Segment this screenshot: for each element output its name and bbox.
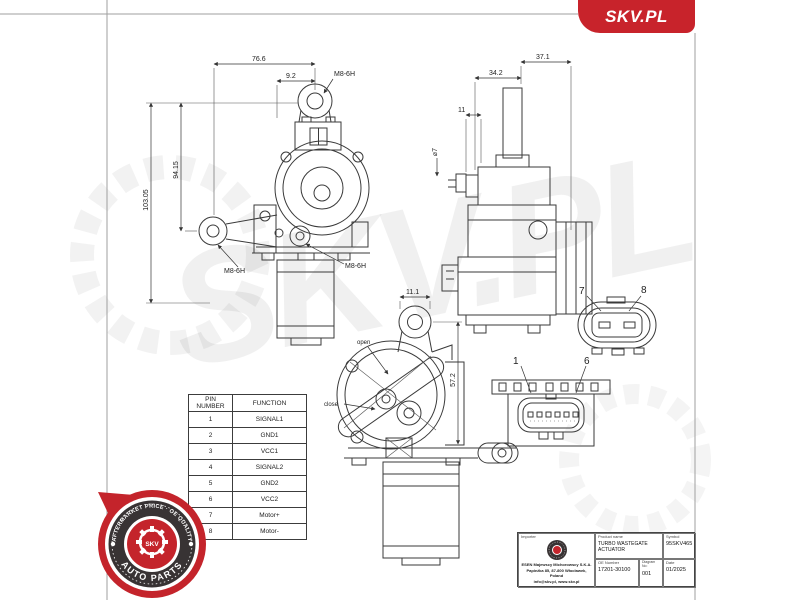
symbol-value: 95SKV465 bbox=[666, 541, 693, 548]
side-view-drawing: 37.1 34.2 11 ⌀7 bbox=[432, 54, 593, 334]
skv-logo-text: SKV.PL bbox=[605, 6, 668, 26]
connector-2pin-detail: 7 8 bbox=[577, 285, 657, 356]
diagram-no-label: Diagram No: bbox=[642, 560, 656, 568]
pin-table-header-pin: PIN NUMBER bbox=[188, 394, 233, 412]
title-block-diagram-cell: Diagram No: 001 bbox=[639, 559, 663, 588]
product-name-value: TURBO WASTEGATE ACTUATOR bbox=[598, 541, 648, 554]
label-open: open bbox=[357, 340, 370, 346]
function-cell: SIGNAL1 bbox=[232, 411, 307, 428]
product-name-label: Product name bbox=[598, 534, 623, 539]
watermark-gears bbox=[70, 155, 711, 536]
pin-cell: 4 bbox=[188, 459, 233, 476]
thread-label-center: M8-6H bbox=[345, 263, 366, 270]
date-value: 01/2025 bbox=[666, 567, 686, 574]
function-cell: VCC2 bbox=[232, 491, 307, 508]
pin-6-label: 6 bbox=[584, 356, 590, 367]
oe-number-label: OE Number bbox=[598, 560, 620, 565]
dim-side-b: 37.1 bbox=[536, 54, 550, 61]
thread-label-top: M8-6H bbox=[334, 71, 355, 78]
importer-address-line2: Papieżka 85, 87-800 Włocławek, Poland bbox=[526, 568, 587, 579]
dim-side-pin: 11 bbox=[458, 107, 465, 114]
skv-logo: SKV.PL bbox=[578, 0, 695, 33]
pin-8-label: 8 bbox=[641, 285, 647, 296]
title-block-oe-cell: OE Number 17201-30100 bbox=[595, 559, 639, 588]
title-block-date-cell: Date 01/2025 bbox=[663, 559, 696, 588]
dim-side-a: 34.2 bbox=[489, 70, 503, 77]
dim-front-width: 76.6 bbox=[252, 56, 266, 63]
function-cell: Motor- bbox=[232, 523, 307, 540]
function-cell: GND2 bbox=[232, 475, 307, 492]
function-cell: Motor+ bbox=[232, 507, 307, 524]
front-view-drawing: 76.6 9.2 M8-6H 103.05 94.15 M8-6H M8-6H bbox=[143, 56, 370, 346]
function-cell: SIGNAL2 bbox=[232, 459, 307, 476]
thread-label-left: M8-6H bbox=[224, 268, 245, 275]
function-cell: VCC1 bbox=[232, 443, 307, 460]
dim-front-height-total: 103.05 bbox=[143, 189, 150, 211]
pin-7-label: 7 bbox=[579, 286, 585, 297]
dim-side-dia: ⌀7 bbox=[432, 148, 439, 156]
pin-table-header-function: FUNCTION bbox=[232, 394, 307, 412]
lever-view-drawing: 11.1 57.2 open close bbox=[324, 289, 519, 566]
date-label: Date bbox=[666, 560, 675, 565]
badge-center-text: SKV bbox=[145, 541, 159, 548]
pin-cell: 2 bbox=[188, 427, 233, 444]
pin-cell: 1 bbox=[188, 411, 233, 428]
function-cell: GND1 bbox=[232, 427, 307, 444]
importer-address-line3: info@skv.pl, www.skv.pl bbox=[533, 579, 580, 585]
pin-1-label: 1 bbox=[513, 356, 519, 367]
diagram-no-value: 001 bbox=[642, 570, 652, 577]
dim-front-height-upper: 94.15 bbox=[173, 161, 180, 179]
dim-lever-tab: 11.1 bbox=[406, 289, 419, 296]
skv-quality-badge: SKV AFTERMARKET PRICE · OE QUALITY AUTO … bbox=[98, 490, 206, 598]
title-block-symbol-cell: Symbol 95SKV465 bbox=[663, 533, 696, 559]
title-block: Importer ESEN Majewscy Michorowscy S.K.A… bbox=[517, 532, 696, 588]
importer-skv-emblem-icon bbox=[546, 540, 567, 561]
badge-gear-icon bbox=[136, 526, 168, 558]
symbol-label: Symbol bbox=[666, 534, 680, 539]
importer-label: Importer bbox=[521, 534, 536, 539]
dim-lever-height: 57.2 bbox=[450, 373, 457, 387]
oe-number-value: 17201-30100 bbox=[598, 567, 631, 574]
title-block-product-cell: Product name TURBO WASTEGATE ACTUATOR bbox=[595, 533, 663, 559]
dim-front-offset: 9.2 bbox=[286, 73, 296, 80]
importer-address-line1: ESEN Majewscy Michorowscy S.K.A. bbox=[521, 562, 592, 568]
title-block-importer-cell: Importer ESEN Majewscy Michorowscy S.K.A… bbox=[518, 533, 595, 588]
label-close: close bbox=[324, 402, 339, 408]
connector-6pin-detail: 1 6 bbox=[491, 356, 611, 447]
pin-cell: 3 bbox=[188, 443, 233, 460]
